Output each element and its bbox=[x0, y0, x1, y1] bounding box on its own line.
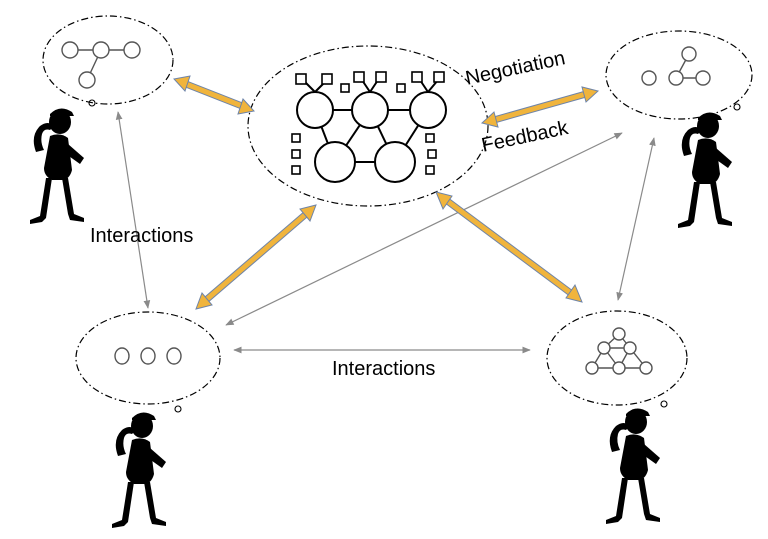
thought-bubble-top-right bbox=[605, 30, 753, 120]
interaction-arrows bbox=[115, 111, 656, 354]
negotiation-arrow-bottom-left bbox=[195, 204, 317, 310]
thought-bubble-bottom-left bbox=[75, 311, 221, 405]
graph-bottom-right bbox=[585, 327, 653, 375]
thinking-person-icon-bottom-right bbox=[606, 408, 660, 524]
thought-trail-icons bbox=[88, 99, 741, 413]
thinking-person-icon-bottom-left bbox=[112, 412, 166, 528]
thought-bubble-bottom-right bbox=[546, 310, 688, 406]
graph-bottom-left bbox=[114, 347, 182, 365]
graph-top-left bbox=[61, 41, 141, 89]
negotiation-arrow-top-right bbox=[480, 86, 600, 128]
interaction-arrow-diagonal bbox=[225, 132, 623, 326]
shared-model-bubble bbox=[247, 45, 489, 207]
interactions-label-bottom: Interactions bbox=[332, 358, 436, 380]
interactions-label-left: Interactions bbox=[90, 225, 194, 247]
thought-bubble-top-left bbox=[42, 15, 174, 105]
negotiation-arrows bbox=[173, 75, 600, 310]
shared-model-network bbox=[291, 71, 447, 183]
negotiation-arrow-bottom-right bbox=[435, 191, 583, 303]
thinking-person-icon-top-right bbox=[678, 112, 732, 228]
interaction-arrow-left-vertical bbox=[115, 111, 151, 309]
graph-top-right bbox=[641, 46, 711, 86]
thinking-person-icon-top-left bbox=[30, 108, 84, 224]
negotiation-arrow-top-left bbox=[173, 75, 255, 115]
interaction-arrow-right-vertical bbox=[616, 137, 656, 301]
